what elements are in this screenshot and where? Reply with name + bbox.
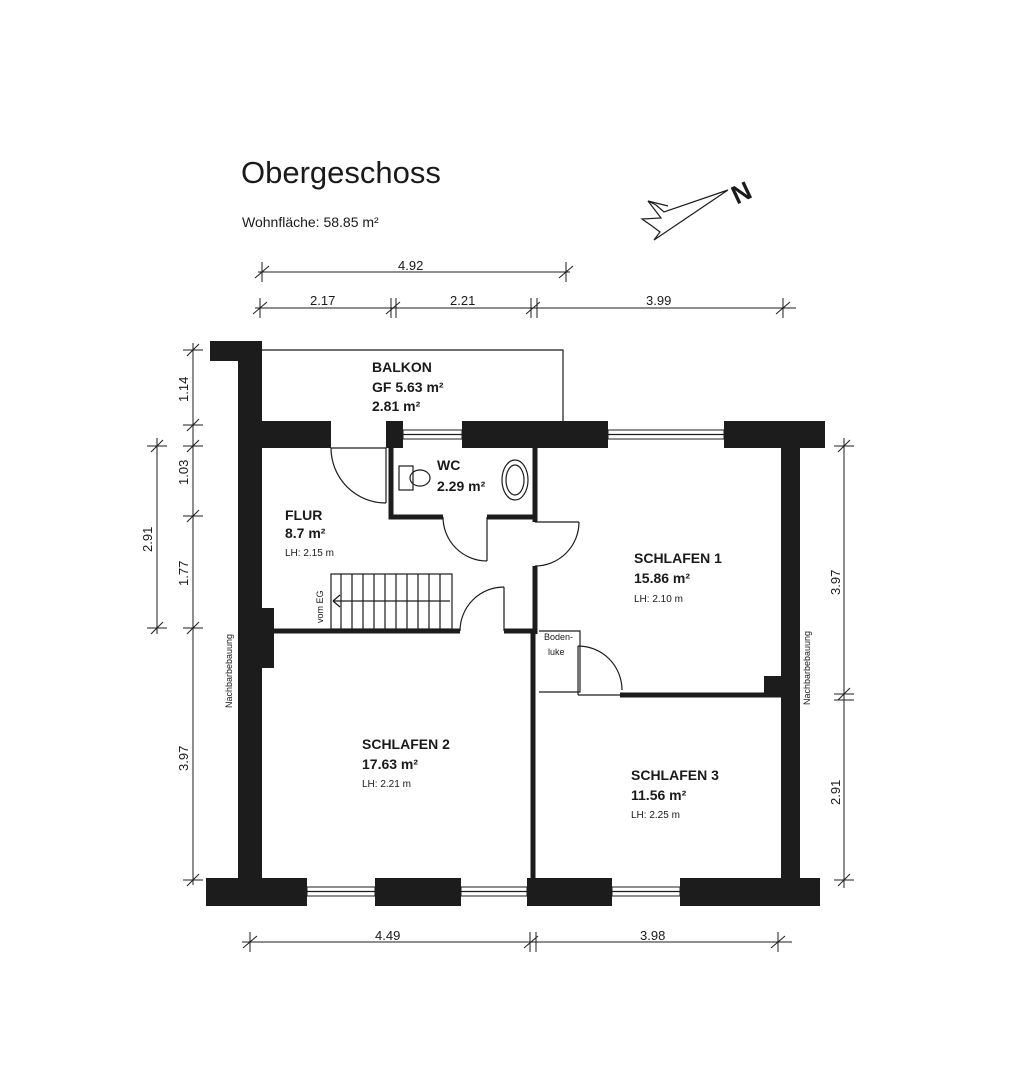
dim-right-2: 2.91 bbox=[828, 780, 843, 805]
room-flur-area: 8.7 m² bbox=[285, 525, 326, 541]
room-balkon-area: 2.81 m² bbox=[372, 398, 421, 414]
dim-left-4: 3.97 bbox=[176, 746, 191, 771]
room-schlafen3: SCHLAFEN 3 11.56 m² LH: 2.25 m bbox=[631, 767, 719, 821]
dim-bottom-1: 4.49 bbox=[375, 928, 400, 943]
left-dimensions: 2.91 1.14 1.03 1.77 3.97 bbox=[140, 343, 203, 887]
room-schlafen1-area: 15.86 m² bbox=[634, 570, 690, 586]
dim-left-3: 1.77 bbox=[176, 561, 191, 586]
room-flur-name: FLUR bbox=[285, 507, 322, 523]
room-schlafen3-area: 11.56 m² bbox=[631, 787, 687, 803]
room-balkon: BALKON GF 5.63 m² 2.81 m² bbox=[372, 359, 444, 414]
room-schlafen2-height: LH: 2.21 m bbox=[362, 779, 411, 790]
windows bbox=[306, 429, 725, 897]
room-schlafen1-height: LH: 2.10 m bbox=[634, 594, 683, 605]
room-schlafen3-name: SCHLAFEN 3 bbox=[631, 767, 719, 783]
attic-hatch-label-1: Boden- bbox=[544, 632, 573, 642]
dim-right-1: 3.97 bbox=[828, 570, 843, 595]
bottom-dimensions: 4.49 3.98 bbox=[242, 928, 792, 952]
staircase: vom EG bbox=[315, 573, 453, 630]
living-area: Wohnfläche: 58.85 m² bbox=[242, 214, 379, 230]
neighbor-label-left: Nachbarbebauung bbox=[224, 634, 234, 708]
room-schlafen2-area: 17.63 m² bbox=[362, 756, 418, 772]
top-dimensions: 4.92 2.17 2.21 3.99 bbox=[252, 258, 796, 318]
north-arrow-icon: N bbox=[640, 175, 756, 241]
north-label: N bbox=[726, 175, 756, 210]
wc-fixtures bbox=[398, 459, 529, 501]
dim-left-outer: 2.91 bbox=[140, 527, 155, 552]
dim-top-overall: 4.92 bbox=[398, 258, 423, 273]
room-schlafen3-height: LH: 2.25 m bbox=[631, 810, 680, 821]
dim-top-3: 3.99 bbox=[646, 293, 671, 308]
interior-walls bbox=[262, 448, 781, 880]
dim-left-1: 1.14 bbox=[176, 377, 191, 402]
room-wc-area: 2.29 m² bbox=[437, 478, 486, 494]
attic-hatch-label-2: luke bbox=[548, 647, 565, 657]
room-balkon-area-gf: GF 5.63 m² bbox=[372, 379, 444, 395]
plan-title: Obergeschoss bbox=[241, 155, 441, 190]
dim-top-1: 2.17 bbox=[310, 293, 335, 308]
dim-left-2: 1.03 bbox=[176, 460, 191, 485]
room-wc: WC 2.29 m² bbox=[437, 457, 486, 494]
room-schlafen1-name: SCHLAFEN 1 bbox=[634, 550, 722, 566]
room-wc-name: WC bbox=[437, 457, 460, 473]
room-flur: FLUR 8.7 m² LH: 2.15 m bbox=[285, 507, 334, 559]
doors bbox=[330, 447, 623, 696]
outer-walls bbox=[206, 341, 825, 906]
room-schlafen1: SCHLAFEN 1 15.86 m² LH: 2.10 m bbox=[634, 550, 722, 605]
right-dimensions: 3.97 2.91 bbox=[828, 438, 854, 888]
stairs-label: vom EG bbox=[315, 590, 325, 623]
room-schlafen2: SCHLAFEN 2 17.63 m² LH: 2.21 m bbox=[362, 736, 450, 790]
dim-top-2: 2.21 bbox=[450, 293, 475, 308]
neighbor-label-right: Nachbarbebauung bbox=[802, 631, 812, 705]
dim-bottom-2: 3.98 bbox=[640, 928, 665, 943]
room-schlafen2-name: SCHLAFEN 2 bbox=[362, 736, 450, 752]
room-flur-height: LH: 2.15 m bbox=[285, 548, 334, 559]
room-balkon-name: BALKON bbox=[372, 359, 432, 375]
balcony bbox=[262, 349, 564, 421]
